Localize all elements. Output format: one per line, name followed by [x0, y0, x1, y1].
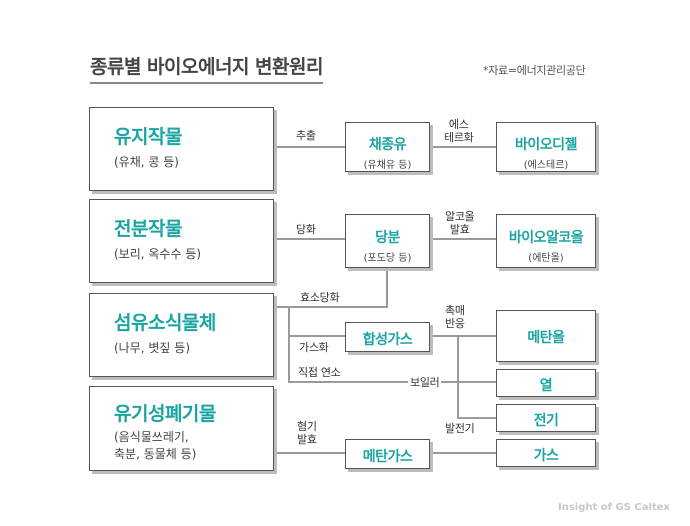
source-name: 유지작물 [114, 126, 182, 148]
intermediate-box-sugar: 당분 (포도당 등) [345, 214, 430, 268]
source-detail: (유채, 콩 등) [114, 155, 179, 169]
output-box-biodiesel: 바이오디젤 (에스테르) [496, 122, 596, 172]
output-box-bioalcohol: 바이오알코올 (에탄올) [496, 214, 596, 268]
output-name: 바이오디젤 [515, 137, 577, 153]
output-box-heat: 열 [496, 369, 596, 397]
page-title: 종류별 바이오에너지 변환원리 [90, 52, 323, 84]
process-label-gasification: 가스화 [299, 341, 329, 354]
output-box-electricity: 전기 [496, 404, 596, 432]
output-name: 열 [539, 378, 553, 394]
source-detail: (음식물쓰레기, 축분, 동물체 등) [114, 430, 197, 461]
process-label-catalytic-reaction: 촉매 반응 [445, 304, 465, 330]
process-label-generator: 발전기 [445, 422, 475, 435]
intermediate-name: 메탄가스 [362, 449, 413, 465]
process-label-boiler: 보일러 [408, 376, 442, 389]
source-box-cellulose: 섬유소식물체 (나무, 볏짚 등) [89, 293, 274, 377]
intermediate-detail: (포도당 등) [363, 253, 412, 264]
intermediate-name: 당분 [375, 230, 400, 246]
output-detail: (에스테르) [523, 160, 569, 171]
output-box-gas: 가스 [496, 439, 596, 467]
process-label-direct-combustion: 직접 연소 [298, 366, 341, 379]
intermediate-detail: (유채유 등) [363, 160, 412, 171]
intermediate-name: 합성가스 [362, 332, 413, 348]
process-label-alcohol-fermentation: 알코올 발효 [445, 210, 475, 236]
process-label-anaerobic-fermentation: 혐기 발효 [297, 420, 317, 446]
output-name: 바이오알코올 [508, 230, 584, 246]
output-name: 메탄올 [527, 330, 565, 346]
output-name: 가스 [533, 448, 559, 464]
source-note: *자료=에너지관리공단 [483, 64, 586, 77]
intermediate-name: 채종유 [368, 137, 407, 153]
source-name: 전분작물 [114, 218, 182, 240]
source-box-starch-crops: 전분작물 (보리, 옥수수 등) [89, 199, 274, 283]
process-label-enzymatic-saccharification: 효소당화 [300, 291, 340, 304]
intermediate-box-syngas: 합성가스 [345, 322, 430, 352]
process-label-esterification: 에스 테르화 [444, 118, 474, 144]
intermediate-box-rapeseed-oil: 채종유 (유채유 등) [345, 122, 430, 172]
source-name: 유기성폐기물 [114, 403, 216, 425]
source-box-oil-crops: 유지작물 (유채, 콩 등) [89, 107, 274, 191]
watermark-text: Insight of GS Caltex [558, 502, 670, 513]
intermediate-box-methane: 메탄가스 [345, 439, 430, 469]
source-box-organic-waste: 유기성폐기물 (음식물쓰레기, 축분, 동물체 등) [89, 386, 274, 471]
source-detail: (나무, 볏짚 등) [114, 341, 191, 355]
process-label-extraction: 추출 [296, 129, 316, 142]
output-detail: (에탄올) [528, 253, 564, 264]
process-label-saccharification: 당화 [296, 223, 316, 236]
source-name: 섬유소식물체 [114, 312, 216, 334]
source-detail: (보리, 옥수수 등) [114, 247, 202, 261]
output-name: 전기 [533, 413, 559, 429]
output-box-methanol: 메탄올 [496, 310, 596, 362]
